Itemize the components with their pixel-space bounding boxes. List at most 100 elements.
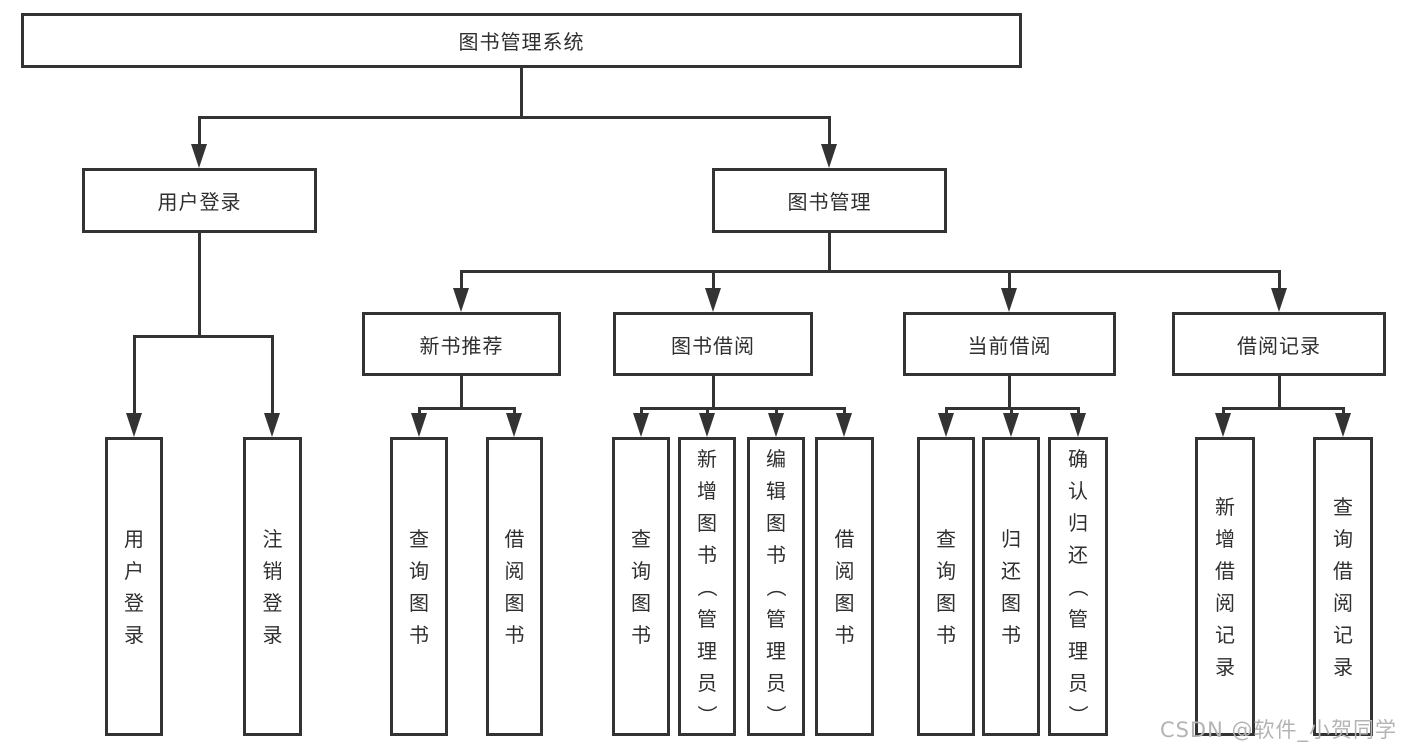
node-label-char: 阅 — [1333, 590, 1353, 615]
arrow-down-icon — [1271, 288, 1287, 312]
node-op-logout: 注销登录 — [243, 437, 302, 736]
connector-line — [417, 406, 516, 410]
node-label-char: 书 — [1001, 622, 1021, 647]
node-label-char: 书 — [834, 622, 855, 647]
node-label: 当前借阅 — [967, 333, 1052, 358]
node-label-char: ） — [1066, 704, 1090, 725]
arrow-down-icon — [411, 413, 427, 437]
connector-line — [639, 406, 846, 410]
node-label: 借阅记录 — [1237, 333, 1321, 358]
node-nbr-query-books: 查询图书 — [390, 437, 448, 736]
node-label-char: 书 — [936, 622, 956, 647]
node-label-char: 图 — [409, 590, 429, 615]
csdn-watermark: CSDN @软件_小贺同学 — [1159, 718, 1397, 742]
node-label: 用户登录 — [157, 190, 242, 214]
node-label-char: 阅 — [1215, 590, 1235, 615]
node-label-char: 图 — [504, 590, 525, 615]
node-label-char: ） — [764, 704, 788, 725]
node-label-char: 借 — [834, 526, 855, 551]
node-label-char: 理 — [766, 638, 786, 663]
connector-line — [519, 68, 523, 119]
node-label: 图书管理 — [787, 190, 872, 214]
node-label-char: 销 — [262, 558, 283, 583]
node-label-char: 还 — [1001, 558, 1021, 583]
node-label-char: 借 — [504, 526, 525, 551]
node-label-char: 录 — [262, 622, 283, 647]
connector-line — [132, 336, 136, 419]
node-label-char: 记 — [1215, 622, 1235, 647]
connector-line — [459, 271, 463, 294]
connector-line — [711, 376, 715, 410]
node-label-char: 归 — [1068, 510, 1088, 535]
node-label-char: 新 — [697, 446, 717, 471]
node-label-char: 登 — [124, 590, 144, 615]
node-label-char: 户 — [124, 558, 144, 583]
node-label-char: 阅 — [834, 558, 855, 583]
node-bb-query-books: 查询图书 — [612, 437, 670, 736]
node-label-char: （ — [764, 576, 788, 597]
node-label-char: 记 — [1333, 622, 1353, 647]
node-book-borrowing: 图书借阅 — [613, 312, 813, 376]
node-bb-edit-books: 编辑图书（管理员） — [747, 437, 805, 736]
connector-line — [1277, 376, 1281, 410]
node-label-char: 理 — [1068, 638, 1088, 663]
node-label-char: 用 — [124, 526, 144, 551]
connector-line — [1221, 406, 1345, 410]
arrow-down-icon — [1001, 288, 1017, 312]
node-label-char: ） — [695, 704, 719, 725]
connector-line — [197, 115, 831, 119]
node-br-add-record: 新增借阅记录 — [1195, 437, 1255, 736]
node-label-char: 图 — [697, 510, 717, 535]
node-bb-borrow-books: 借阅图书 — [815, 437, 874, 736]
node-label-char: 员 — [697, 670, 717, 695]
node-br-query-record: 查询借阅记录 — [1313, 437, 1373, 736]
arrow-down-icon — [506, 413, 522, 437]
node-label-char: 查 — [1333, 494, 1353, 519]
arrow-down-icon — [633, 413, 649, 437]
node-nbr-borrow-books: 借阅图书 — [486, 437, 543, 736]
node-label-char: 询 — [409, 558, 429, 583]
node-label-char: 借 — [1215, 558, 1235, 583]
node-label-char: 图 — [766, 510, 786, 535]
node-cb-confirm-return: 确认归还（管理员） — [1048, 437, 1108, 736]
node-label-char: （ — [1066, 576, 1090, 597]
node-label-char: 阅 — [504, 558, 525, 583]
arrow-down-icon — [191, 144, 207, 168]
arrow-down-icon — [768, 413, 784, 437]
node-label: 新书推荐 — [419, 333, 504, 358]
node-label-char: 管 — [1068, 606, 1088, 631]
arrow-down-icon — [1070, 413, 1086, 437]
node-label-char: （ — [695, 576, 719, 597]
node-label-char: 录 — [1333, 654, 1353, 679]
node-label-char: 管 — [697, 606, 717, 631]
arrow-down-icon — [1215, 413, 1231, 437]
connector-line — [459, 269, 1281, 273]
node-label-char: 询 — [1333, 526, 1353, 551]
node-label-char: 录 — [1215, 654, 1235, 679]
node-label-char: 辑 — [766, 478, 786, 503]
node-label: 图书管理系统 — [458, 30, 585, 54]
arrow-down-icon — [453, 288, 469, 312]
node-label-char: 书 — [409, 622, 429, 647]
connector-line — [827, 233, 831, 273]
node-label-char: 图 — [834, 590, 855, 615]
connector-line — [1007, 376, 1011, 410]
node-op-user-login: 用户登录 — [105, 437, 163, 736]
node-label-char: 书 — [766, 542, 786, 567]
arrow-down-icon — [1335, 413, 1351, 437]
connector-line — [197, 117, 201, 150]
node-label-char: 管 — [766, 606, 786, 631]
node-label-char: 询 — [631, 558, 651, 583]
node-label-char: 书 — [631, 622, 651, 647]
connector-line — [1007, 271, 1011, 294]
node-cb-query-books: 查询图书 — [917, 437, 975, 736]
arrow-down-icon — [699, 413, 715, 437]
node-label-char: 询 — [936, 558, 956, 583]
arrow-down-icon — [938, 413, 954, 437]
arrow-down-icon — [821, 144, 837, 168]
node-book-management: 图书管理 — [712, 168, 947, 233]
node-label-char: 还 — [1068, 542, 1088, 567]
connector-line — [459, 376, 463, 410]
connector-line — [197, 233, 201, 338]
